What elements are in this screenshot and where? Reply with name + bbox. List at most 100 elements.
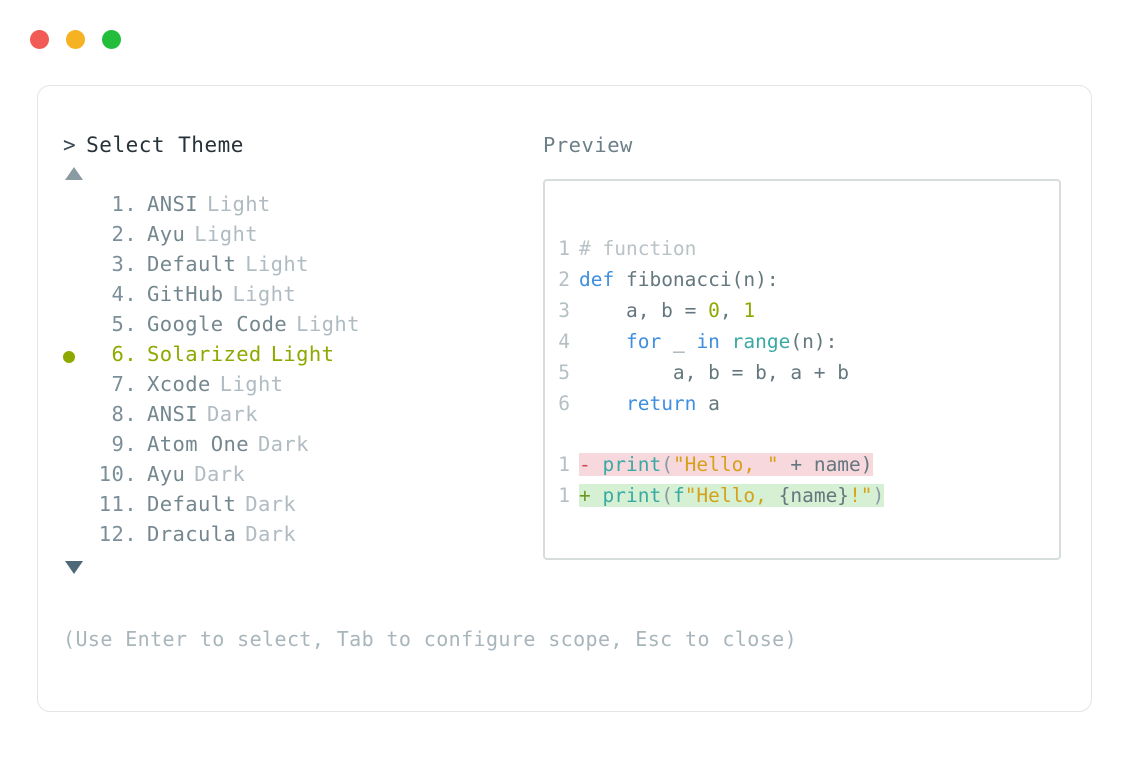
diff-sign: + — [579, 484, 603, 507]
preview-panel: 1# function 2 def fibonacci(n): 3 a, b = 0,… — [543, 179, 1061, 560]
theme-item-variant: Light — [206, 192, 271, 216]
code-line: 5 a, b = b, a + b — [558, 357, 849, 388]
code-token: 0 — [708, 299, 720, 322]
scroll-down-arrow-icon[interactable] — [65, 561, 83, 574]
preview-panel-wrapper: Preview 1# function 2 def fibonacci(n): 3 a… — [543, 133, 1068, 560]
theme-item-variant: Light — [296, 312, 360, 336]
preview-label: Preview — [543, 133, 633, 157]
code-token: def — [579, 268, 615, 291]
line-number: 4 — [558, 330, 570, 353]
theme-item-variant: Light — [245, 252, 309, 276]
code-token: ) — [872, 484, 885, 507]
theme-item-variant: Dark — [245, 522, 297, 546]
code-token: {name} — [778, 484, 850, 507]
code-token: range — [731, 330, 791, 353]
theme-item-name: Xcode — [147, 372, 211, 396]
theme-item-index: 2. — [111, 222, 137, 246]
selection-bullet-icon — [63, 252, 91, 282]
code-token: print — [602, 453, 662, 476]
theme-item-index: 11. — [98, 492, 137, 516]
code-token: _ — [661, 330, 697, 353]
keyboard-hint: (Use Enter to select, Tab to configure s… — [63, 627, 798, 651]
theme-item-name: Atom One — [147, 432, 249, 456]
theme-item-name: Default — [147, 492, 237, 516]
close-window-button[interactable] — [30, 30, 49, 49]
selection-bullet-icon — [63, 432, 91, 462]
theme-item-index: 7. — [111, 372, 137, 396]
code-token: !" — [849, 484, 873, 507]
code-line: 4 for _ in range(n): — [558, 326, 849, 357]
diff-line-add: 1+ print(f"Hello, {name}!") — [558, 480, 885, 511]
code-token — [579, 392, 626, 415]
code-token: "Hello, — [684, 484, 779, 507]
window-controls — [30, 30, 121, 49]
theme-item-variant: Dark — [245, 492, 297, 516]
theme-item-index: 1. — [111, 192, 137, 216]
theme-item-variant: Dark — [257, 432, 309, 456]
diff-highlight: + print(f"Hello, {name}!") — [579, 484, 885, 507]
scroll-up-arrow-icon[interactable] — [65, 167, 83, 180]
theme-item-name: ANSI — [147, 402, 198, 426]
theme-item-variant: Dark — [194, 462, 246, 486]
maximize-window-button[interactable] — [102, 30, 121, 49]
theme-item-index: 6. — [111, 342, 137, 366]
theme-list-item[interactable]: 7. Xcode Light — [63, 372, 533, 402]
theme-item-name: Google Code — [147, 312, 288, 336]
minimize-window-button[interactable] — [66, 30, 85, 49]
code-line: 3 a, b = 0, 1 — [558, 295, 849, 326]
theme-item-name: Ayu — [147, 462, 186, 486]
code-token — [579, 330, 626, 353]
line-number: 5 — [558, 361, 570, 384]
code-token: , — [719, 299, 744, 322]
selection-bullet-icon — [63, 372, 91, 402]
code-line: 1# function — [558, 233, 849, 264]
theme-item-name: ANSI — [147, 192, 198, 216]
code-token: # function — [579, 237, 697, 260]
selection-bullet-icon — [63, 222, 91, 252]
theme-item-index: 10. — [98, 462, 137, 486]
code-token: return — [625, 392, 697, 415]
theme-item-variant: Dark — [206, 402, 258, 426]
selection-bullet-icon — [63, 462, 91, 492]
line-number: 3 — [558, 299, 570, 322]
line-number: 2 — [558, 268, 570, 291]
code-token: fibonacci(n): — [614, 268, 779, 291]
theme-list-item[interactable]: 11. Default Dark — [63, 492, 533, 522]
theme-item-name: GitHub — [147, 282, 224, 306]
theme-item-variant: Light — [219, 372, 284, 396]
theme-list-item[interactable]: 10. Ayu Dark — [63, 462, 533, 492]
theme-item-index: 12. — [98, 522, 137, 546]
code-token: a, b = b, a + b — [579, 361, 850, 384]
diff-sign: - — [579, 453, 603, 476]
theme-item-variant: Light — [194, 222, 258, 246]
theme-list-item[interactable]: 1. ANSI Light — [63, 192, 533, 222]
code-line: 2 def fibonacci(n): — [558, 264, 849, 295]
diff-line-del: 1- print("Hello, " + name) — [558, 449, 884, 480]
code-token: ( — [661, 484, 673, 507]
theme-item-name: Default — [147, 252, 237, 276]
selection-dot-icon — [63, 351, 75, 363]
selection-bullet-icon — [63, 522, 91, 552]
code-token: "Hello, " — [672, 453, 779, 476]
code-token: (n): — [790, 330, 838, 353]
selection-bullet-icon — [63, 492, 91, 522]
diff-highlight: - print("Hello, " + name) — [579, 453, 873, 476]
theme-item-variant: Light — [270, 342, 335, 366]
code-token: for — [625, 330, 662, 353]
code-sample: 1# function 2 def fibonacci(n): 3 a, b = 0,… — [558, 233, 849, 419]
selection-bullet-icon — [63, 402, 91, 432]
theme-item-index: 4. — [111, 282, 137, 306]
code-token: ( — [661, 453, 673, 476]
prompt-caret-icon: > — [63, 133, 77, 157]
